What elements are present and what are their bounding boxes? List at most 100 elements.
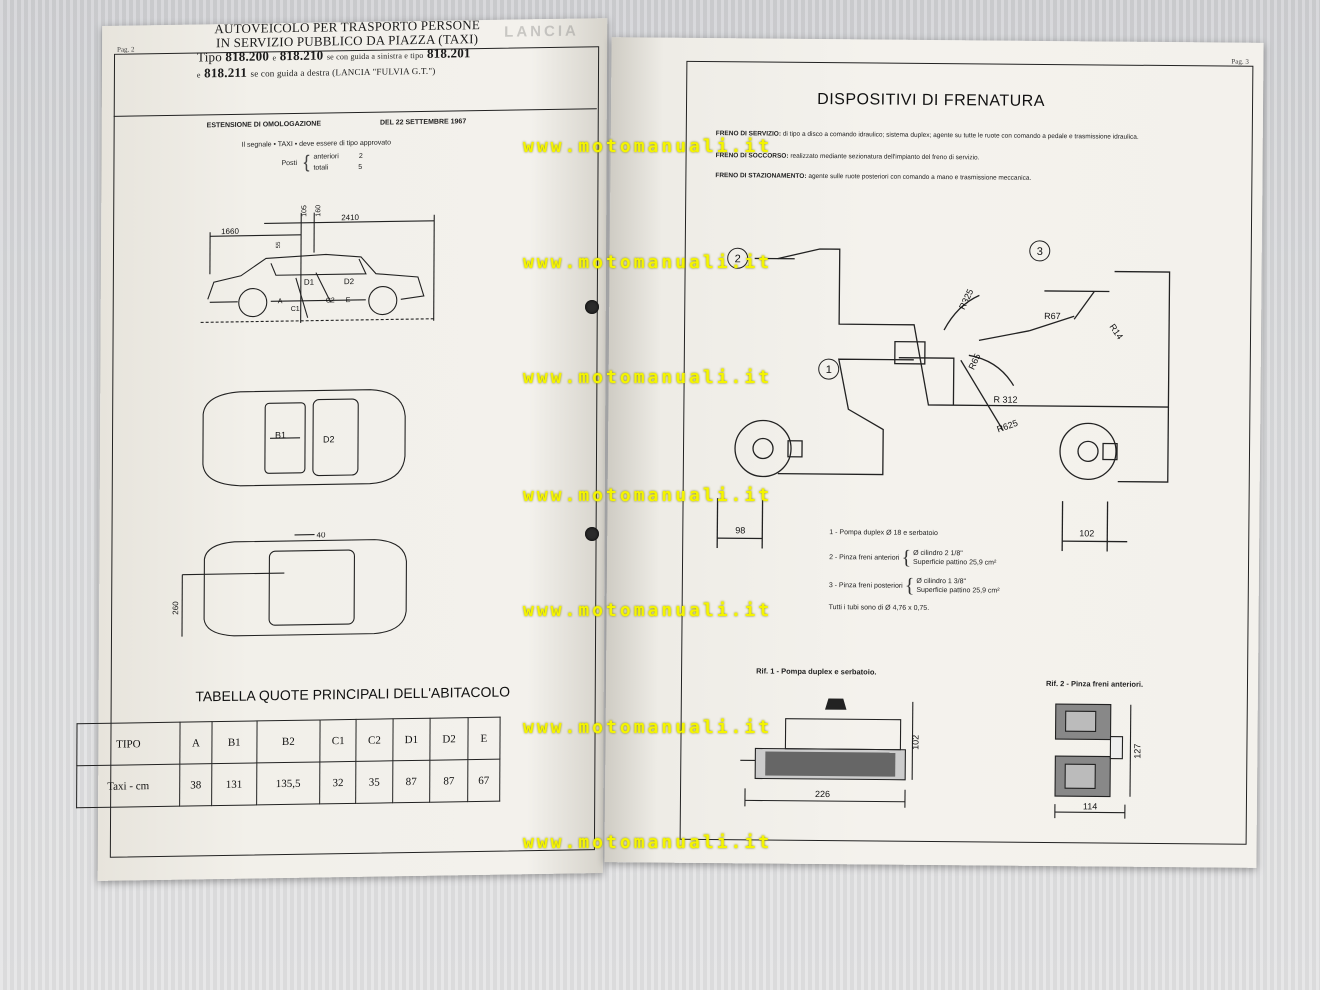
cell-a: 38 [179, 763, 212, 807]
callout-2: 2 [735, 253, 741, 265]
brake-circuit-diagram: 2 3 1 R325 R67 R14 R65 R 312 R625 98 102 [716, 240, 1171, 552]
legend-brace: { [901, 546, 912, 569]
dim-fig2-127: 127 [1132, 744, 1142, 759]
seats-total: totali 5 [313, 163, 362, 174]
seats-total-label: totali [313, 164, 329, 172]
brake-service-text: di tipo a disco a comando idraulico; sis… [782, 130, 1139, 141]
model-818201: 818.201 [426, 45, 471, 61]
watermark: www.motomanuali.it [523, 717, 773, 738]
legend-item-2-pad: Superficie pattino 25,9 cm² [913, 558, 997, 567]
dim-r67: R67 [1044, 311, 1061, 321]
cell-e: 67 [467, 759, 500, 802]
lancia-stamp: LANCIA [504, 22, 579, 41]
col-b1: B1 [211, 720, 257, 764]
dim-2410: 2410 [341, 213, 359, 222]
label-d2: D2 [344, 277, 355, 286]
header-tipo: Tipo [196, 49, 222, 65]
brake-parking-name: FRENO DI STAZIONAMENTO: [715, 172, 807, 180]
brake-descriptions: FRENO DI SERVIZIO: di tipo a disco a com… [715, 128, 1185, 186]
dim-102: 102 [1079, 528, 1094, 538]
interior-top-view: B1 D2 [202, 389, 406, 487]
punch-hole [585, 527, 599, 541]
seats-front-label: anteriori [313, 153, 339, 161]
dim-r14: R14 [1107, 322, 1125, 341]
brake-emergency-text: realizzato mediante sezionatura dell'imp… [790, 152, 980, 162]
watermark: www.motomanuali.it [523, 136, 773, 157]
col-d1: D1 [392, 718, 431, 761]
cabin-dimensions-table: TIPO A B1 B2 C1 C2 D1 D2 E Taxi - cm 38 … [76, 717, 501, 809]
fig2-caption: Rif. 2 - Pinza freni anteriori. [1045, 678, 1144, 689]
callout-3: 3 [1037, 246, 1043, 258]
side-view-diagram: 1660 2410 105 160 55 D1 D2 C1 C2 E A [200, 205, 435, 323]
dim-40: 40 [317, 531, 326, 540]
legend-item-2-specs: Ø cilindro 2 1/8"Superficie pattino 25,9… [913, 549, 996, 568]
label-d2-top: D2 [323, 434, 335, 444]
label-a: A [278, 298, 283, 305]
model-818200: 818.200 [225, 48, 270, 65]
col-d2: D2 [430, 717, 469, 761]
col-tipo: TIPO [76, 722, 181, 766]
watermark: www.motomanuali.it [523, 367, 773, 388]
watermark: www.motomanuali.it [523, 600, 773, 621]
seats-brace: { [303, 151, 310, 172]
cell-c1: 32 [319, 761, 357, 804]
dim-160: 160 [315, 205, 322, 217]
model-818211: 818.211 [204, 64, 248, 81]
cell-d1: 87 [392, 760, 431, 803]
seats-label: Posti [281, 159, 298, 168]
cell-b1: 131 [211, 762, 257, 806]
watermark: www.motomanuali.it [523, 832, 773, 853]
dim-fig2-114: 114 [1083, 801, 1097, 811]
legend-item-3-label: 3 - Pinza freni posteriori [828, 581, 903, 590]
seats-front: anteriori 2 [313, 152, 363, 163]
col-c2: C2 [356, 718, 393, 762]
watermark: www.motomanuali.it [523, 252, 773, 273]
header-lhd-text: se con guida a sinistra e tipo [326, 50, 424, 62]
col-c1: C1 [319, 719, 357, 762]
table-row: Taxi - cm 38 131 135,5 32 35 87 87 67 [76, 759, 500, 808]
label-c2: C2 [326, 297, 335, 304]
dim-r65: R65 [966, 352, 982, 371]
dim-r625: R625 [996, 418, 1020, 435]
punch-hole [585, 300, 599, 314]
legend-item-3-bore: Ø cilindro 1 3/8" [916, 577, 967, 586]
dim-105: 105 [301, 205, 308, 217]
plan-view-diagram: 40 260 [171, 531, 407, 637]
label-b1: B1 [275, 430, 286, 440]
seats-front-value: 2 [358, 152, 363, 160]
diagram-legend: 1 - Pompa duplex Ø 18 e serbatoio 2 - Pi… [829, 529, 1130, 614]
dim-fig1-102: 102 [910, 735, 920, 750]
dim-98: 98 [735, 525, 745, 535]
label-d1: D1 [304, 278, 315, 287]
page-number: Pag. 3 [1231, 57, 1249, 66]
col-a: A [179, 721, 213, 765]
legend-item-3: 3 - Pinza freni posteriori { Ø cilindro … [828, 574, 1129, 597]
dim-260: 260 [171, 601, 180, 615]
left-page: Pag. 2 AUTOVEICOLO PER TRASPORTO PERSONE… [76, 17, 608, 881]
label-e: E [346, 297, 351, 304]
seats-total-value: 5 [358, 163, 363, 171]
cell-b2: 135,5 [256, 761, 320, 805]
dim-1660: 1660 [221, 227, 239, 236]
cell-c2: 35 [356, 760, 393, 804]
model-818210: 818.210 [279, 47, 324, 64]
legend-item-2-label: 2 - Pinza freni anteriori [829, 553, 900, 562]
dim-r312: R 312 [993, 395, 1017, 405]
header-block: AUTOVEICOLO PER TRASPORTO PERSONE IN SER… [196, 17, 497, 83]
header-conj2: e [196, 70, 201, 80]
master-cylinder-drawing: 102 226 [740, 698, 921, 808]
cell-tipo: Taxi - cm [76, 764, 180, 808]
legend-item-2: 2 - Pinza freni anteriori { Ø cilindro 2… [829, 546, 1129, 569]
col-b2: B2 [256, 719, 321, 763]
fig1-caption: Rif. 1 - Pompa duplex e serbatoio. [756, 666, 877, 677]
brake-parking-text: agente sulle ruote posteriori con comand… [808, 172, 1032, 182]
dim-55: 55 [276, 241, 282, 248]
watermark: www.motomanuali.it [523, 485, 773, 506]
approval-date: DEL 22 SETTEMBRE 1967 [379, 118, 467, 127]
caliper-drawing: 127 114 [1054, 703, 1142, 819]
cell-d2: 87 [429, 759, 468, 803]
label-c1: C1 [291, 306, 300, 313]
legend-item-3-specs: Ø cilindro 1 3/8"Superficie pattino 25,9… [916, 577, 999, 596]
legend-item-1: 1 - Pompa duplex Ø 18 e serbatoio [829, 529, 938, 538]
legend-brace: { [904, 574, 915, 597]
